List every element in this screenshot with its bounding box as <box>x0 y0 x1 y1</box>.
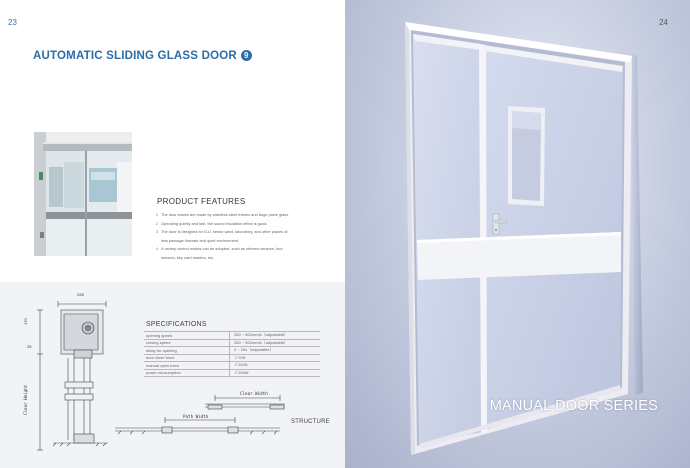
dim-side-top: 170 <box>23 318 28 325</box>
feature-number <box>150 254 158 263</box>
feature-number: 3 <box>155 229 158 235</box>
table-row: door close force＞70N <box>144 354 320 362</box>
specifications-title: SPECIFICATIONS <box>146 321 207 328</box>
spec-label: door close force <box>144 354 230 362</box>
feature-text: sensors, key card readers, etc. <box>161 254 215 260</box>
table-row: power consumption＜150W <box>144 369 320 377</box>
spec-value: ＞70N <box>229 354 320 362</box>
spec-label: delay for opening <box>144 346 230 355</box>
spec-value: 250 ~ 600mm/s（adjustable） <box>229 331 320 340</box>
feature-number: 2 <box>155 220 158 226</box>
structure-label: STRUCTURE <box>291 419 330 425</box>
feature-text: Operating quietly and fast, the sound in… <box>161 220 268 226</box>
page-number-left: 23 <box>8 18 17 27</box>
feature-number <box>150 237 158 246</box>
spec-value: ＜100N <box>229 361 320 370</box>
spec-value: 250 ~ 500mm/s（adjustable） <box>229 339 320 347</box>
features-title: PRODUCT FEATURES <box>157 197 246 206</box>
vertical-section-drawing <box>37 301 108 451</box>
feature-item: sensors, key card readers, etc. <box>150 254 335 263</box>
feature-text: The door is designed for ICU, senior war… <box>161 229 288 235</box>
spec-label: closing speed <box>144 339 230 347</box>
title-badge: 9 <box>240 50 252 61</box>
right-page: 24 MANUAL DOOR SERIES <box>345 0 690 468</box>
spec-value: 2 ~ 20s（adjustable） <box>229 346 320 355</box>
spec-value: ＜150W <box>229 369 320 377</box>
manual-door-photo <box>405 22 643 455</box>
clear-width-label: Clear Width <box>240 391 268 396</box>
page-title-text: AUTOMATIC SLIDING GLASS DOOR <box>33 50 237 62</box>
series-title: MANUAL DOOR SERIES <box>489 398 658 414</box>
dim-side-mid: 25 <box>27 344 32 349</box>
feature-text: less passage flowrate and quiet environm… <box>161 237 240 243</box>
spec-label: opening speed <box>144 331 230 340</box>
page-number-right: 24 <box>659 18 668 27</box>
horizontal-plan-drawing <box>115 395 285 435</box>
feature-text: The door leaves are made by stainless st… <box>161 212 290 217</box>
feature-item: less passage flowrate and quiet environm… <box>150 237 335 246</box>
product-photo <box>34 132 132 256</box>
clear-height-label: Clear Height <box>23 384 28 415</box>
path-width-label: Path Width <box>183 414 209 419</box>
spec-label: manual open force <box>144 361 230 370</box>
dim-top: 228 <box>77 292 84 297</box>
feature-number: 1 <box>155 212 158 217</box>
feature-text: A variety control modes can be adopted, … <box>161 246 283 252</box>
table-row: manual open force＜100N <box>144 361 320 370</box>
feature-number: 4 <box>155 246 158 252</box>
spec-label: power consumption <box>144 369 230 377</box>
